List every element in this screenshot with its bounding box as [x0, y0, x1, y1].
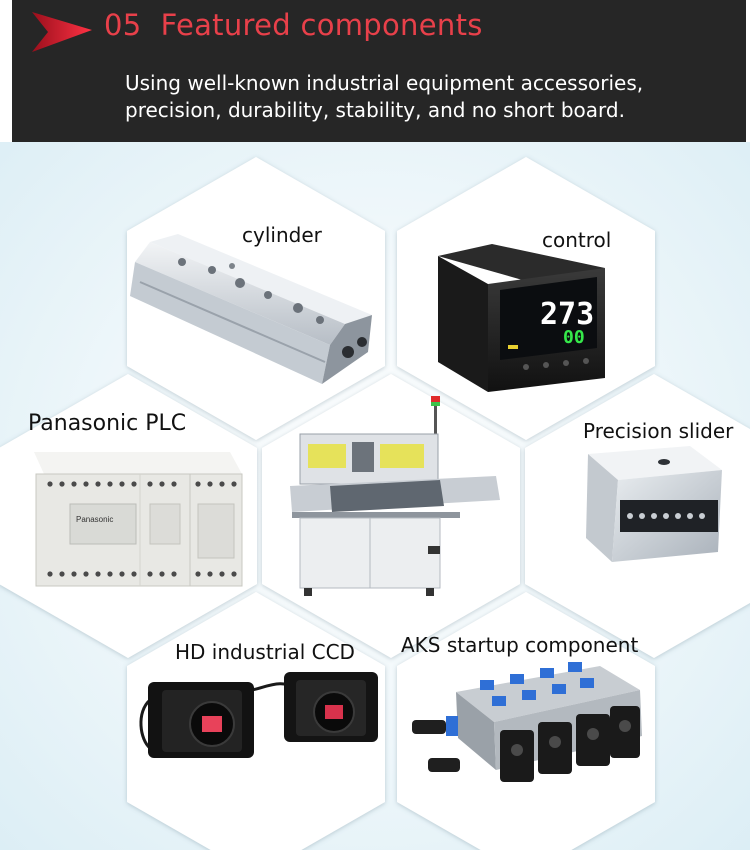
label-hd-industrial-ccd: HD industrial CCD	[175, 640, 355, 664]
subtitle-line-2: precision, durability, stability, and no…	[125, 98, 625, 122]
hex-precision-slider	[525, 374, 750, 658]
slider-image	[586, 446, 722, 562]
section-title-text: Featured components	[160, 8, 483, 42]
section-subtitle: Using well-known industrial equipment ac…	[125, 70, 725, 124]
section-number: 05	[104, 8, 142, 42]
controller-reading-bottom: 00	[563, 327, 585, 348]
machine-image	[290, 396, 500, 596]
hex-cylinder	[127, 157, 385, 440]
controller-image: 273 00	[438, 244, 605, 392]
red-arrow-icon	[32, 12, 92, 52]
label-control: control	[542, 228, 612, 252]
plc-image: Panasonic	[34, 452, 243, 587]
header-banner: 05 Featured components Using well-known …	[12, 0, 746, 142]
hex-panasonic-plc: Panasonic	[0, 374, 257, 658]
cylinder-image	[130, 234, 372, 384]
hex-control: 273 00	[397, 157, 655, 440]
subtitle-line-1: Using well-known industrial equipment ac…	[125, 71, 644, 95]
hex-central-machine	[262, 374, 520, 658]
label-aks-startup-component: AKS startup component	[401, 633, 639, 657]
section-title: 05 Featured components	[104, 8, 483, 42]
aks-image	[412, 662, 642, 782]
label-precision-slider: Precision slider	[583, 419, 734, 443]
label-panasonic-plc: Panasonic PLC	[28, 411, 187, 436]
ccd-image	[139, 672, 378, 758]
hex-aks-startup	[397, 592, 655, 850]
hex-hd-ccd	[127, 592, 385, 850]
controller-reading-top: 273	[540, 297, 594, 332]
plc-brand-label: Panasonic	[76, 515, 113, 524]
label-cylinder: cylinder	[242, 223, 322, 247]
